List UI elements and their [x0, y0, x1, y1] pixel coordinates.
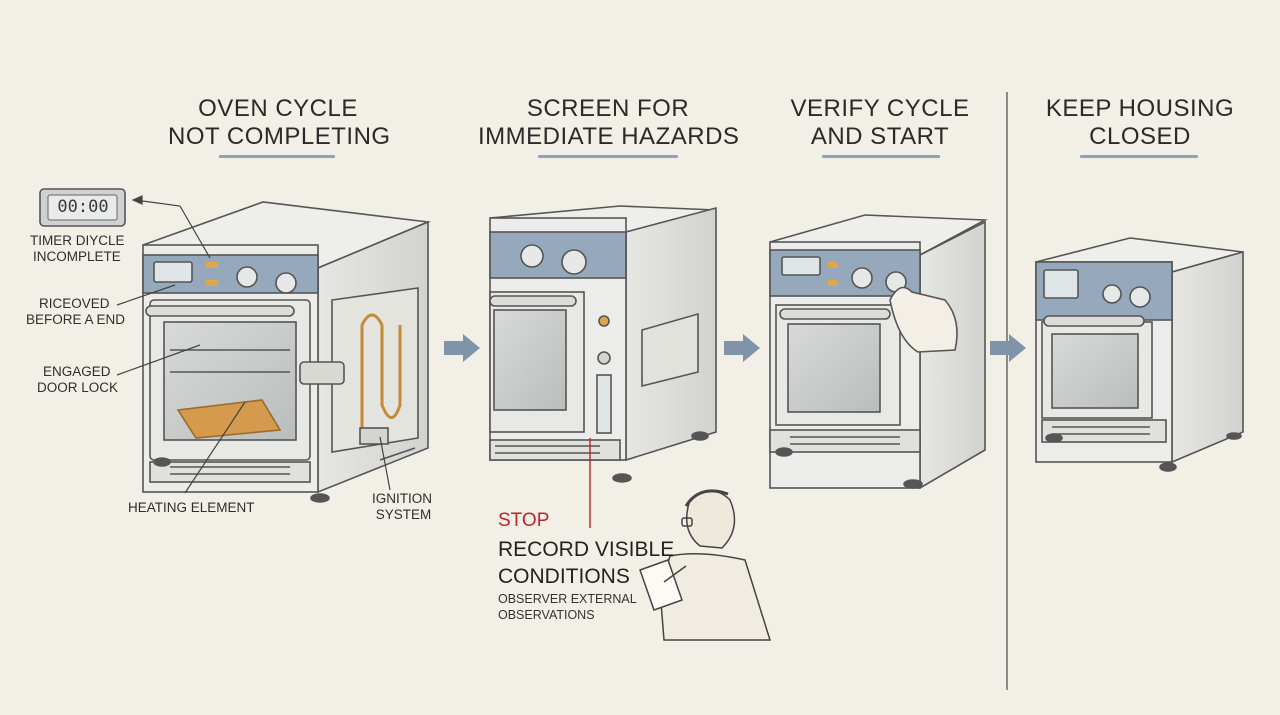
removed-callout-line2: BEFORE A END: [26, 312, 126, 327]
step-2-title-line2: IMMEDIATE HAZARDS: [478, 123, 740, 150]
door-lock-callout-line2: DOOR LOCK: [37, 380, 119, 395]
observer-note-line1: OBSERVER EXTERNAL: [498, 592, 637, 606]
step-4-title: KEEP HOUSING CLOSED: [1040, 95, 1240, 151]
oven-1-illustration: [142, 201, 432, 503]
heating-element-label: HEATING ELEMENT: [128, 500, 255, 515]
oven-2-illustration: [489, 205, 717, 483]
step-1-title-line1: OVEN CYCLE: [198, 95, 358, 122]
step-4-underline: [1080, 155, 1198, 158]
timer-display-readout: 00:00: [57, 197, 109, 217]
door-lock-callout-label: ENGAGED DOOR LOCK: [37, 364, 118, 396]
oven-3-illustration: [769, 214, 988, 490]
record-line2: CONDITIONS: [498, 565, 630, 588]
step-3-title-line1: VERIFY CYCLE: [790, 95, 970, 122]
record-conditions-label: RECORD VISIBLE CONDITIONS: [498, 536, 674, 590]
step-4-title-line2: CLOSED: [1089, 123, 1191, 150]
timer-display-box: [39, 188, 126, 227]
removed-callout-line1: RICEOVED: [39, 296, 110, 311]
step-1-underline: [219, 155, 335, 158]
timer-callout-label: TIMER DIYCLE INCOMPLETE: [30, 233, 125, 265]
observer-note-line2: OBSERVATIONS: [498, 608, 595, 622]
oven-1-leader-lines: [116, 195, 391, 494]
step-4-title-line1: KEEP HOUSING: [1045, 95, 1235, 122]
step-3-underline: [822, 155, 940, 158]
step-3-title: VERIFY CYCLE AND START: [780, 95, 980, 151]
step-1-title-line2: NOT COMPLETING: [168, 123, 391, 150]
oven-4-illustration: [1035, 237, 1244, 472]
ignition-system-label: IGNITION SYSTEM: [372, 491, 432, 523]
step-2-title: SCREEN FOR IMMEDIATE HAZARDS: [478, 95, 740, 151]
removed-callout-label: RICEOVED BEFORE A END: [26, 296, 125, 328]
observer-note-label: OBSERVER EXTERNAL OBSERVATIONS: [498, 591, 637, 623]
timer-callout-line2: INCOMPLETE: [33, 249, 121, 264]
stop-label: STOP: [498, 510, 550, 531]
timer-callout-line1: TIMER DIYCLE: [30, 233, 125, 248]
step-2-underline: [538, 155, 678, 158]
ignition-line2: SYSTEM: [375, 507, 432, 522]
step-1-title: OVEN CYCLE NOT COMPLETING: [168, 95, 391, 151]
step-2-title-line1: SCREEN FOR: [526, 95, 690, 122]
door-lock-callout-line1: ENGAGED: [43, 364, 111, 379]
observer-person-sketch: [639, 489, 772, 641]
ignition-line1: IGNITION: [372, 491, 432, 506]
step-3-title-line2: AND START: [810, 123, 950, 150]
step-arrows: [444, 334, 1026, 362]
record-line1: RECORD VISIBLE: [498, 538, 675, 561]
